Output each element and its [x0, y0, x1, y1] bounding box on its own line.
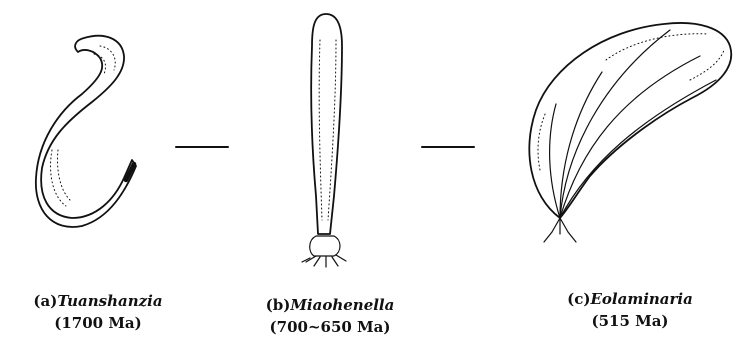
caption-c-letter: (c) — [567, 290, 590, 308]
miaohenella-drawing — [302, 14, 346, 267]
caption-a-age: (1700 Ma) — [8, 312, 188, 334]
caption-b-age: (700~650 Ma) — [240, 316, 420, 338]
caption-c-age: (515 Ma) — [540, 310, 720, 332]
caption-c: (c)Eolaminaria (515 Ma) — [540, 288, 720, 332]
caption-b-title: (b)Miaohenella — [240, 294, 420, 316]
caption-a-name: Tuanshanzia — [57, 292, 162, 310]
caption-b-letter: (b) — [266, 296, 291, 314]
caption-a: (a)Tuanshanzia (1700 Ma) — [8, 290, 188, 334]
caption-b: (b)Miaohenella (700~650 Ma) — [240, 294, 420, 338]
caption-b-name: Miaohenella — [290, 296, 394, 314]
caption-a-title: (a)Tuanshanzia — [8, 290, 188, 312]
eolaminaria-drawing — [529, 23, 731, 242]
caption-c-name: Eolaminaria — [590, 290, 692, 308]
tuanshanzia-drawing — [36, 36, 136, 227]
caption-a-letter: (a) — [33, 292, 57, 310]
caption-c-title: (c)Eolaminaria — [540, 288, 720, 310]
